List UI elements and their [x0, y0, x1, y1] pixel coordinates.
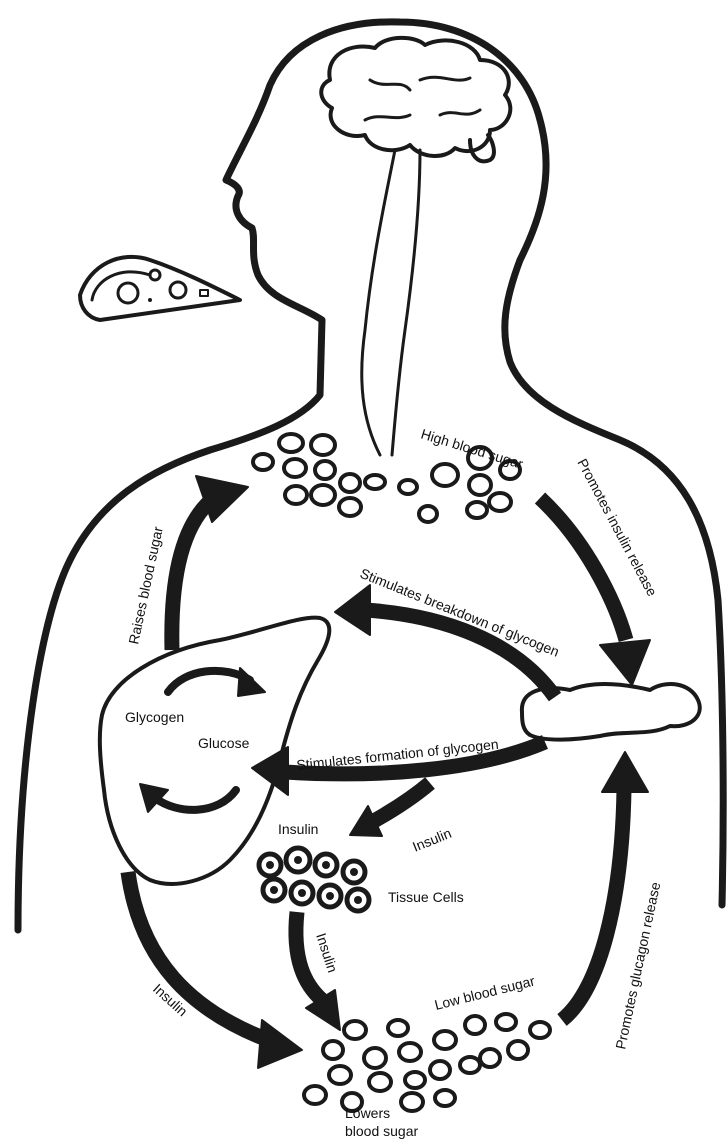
- spinal-cord-icon: [362, 150, 420, 455]
- pizza-slice-icon: [80, 257, 240, 320]
- label-blood-sugar: blood sugar: [345, 1123, 419, 1139]
- label-lowers: Lowers: [345, 1105, 390, 1121]
- label-insulin-left: Insulin: [278, 821, 318, 837]
- label-glucose: Glucose: [198, 735, 250, 751]
- label-glycogen: Glycogen: [125, 709, 184, 725]
- label-insulin-right: Insulin: [410, 825, 454, 855]
- raises-blood-sugar-arrow: [172, 476, 248, 650]
- label-promotes-insulin-release: Promotes insulin release: [574, 456, 660, 599]
- insulin-to-tissue-arrow: [350, 783, 430, 836]
- tissue-cells-cluster: [259, 848, 369, 911]
- label-insulin-middle: Insulin: [313, 931, 341, 974]
- label-low-blood-sugar: Low blood sugar: [433, 972, 537, 1012]
- low-blood-sugar-cells: [304, 1014, 550, 1111]
- brain-icon: [321, 38, 510, 161]
- label-raises-blood-sugar: Raises blood sugar: [125, 525, 166, 646]
- label-tissue-cells: Tissue Cells: [388, 889, 464, 905]
